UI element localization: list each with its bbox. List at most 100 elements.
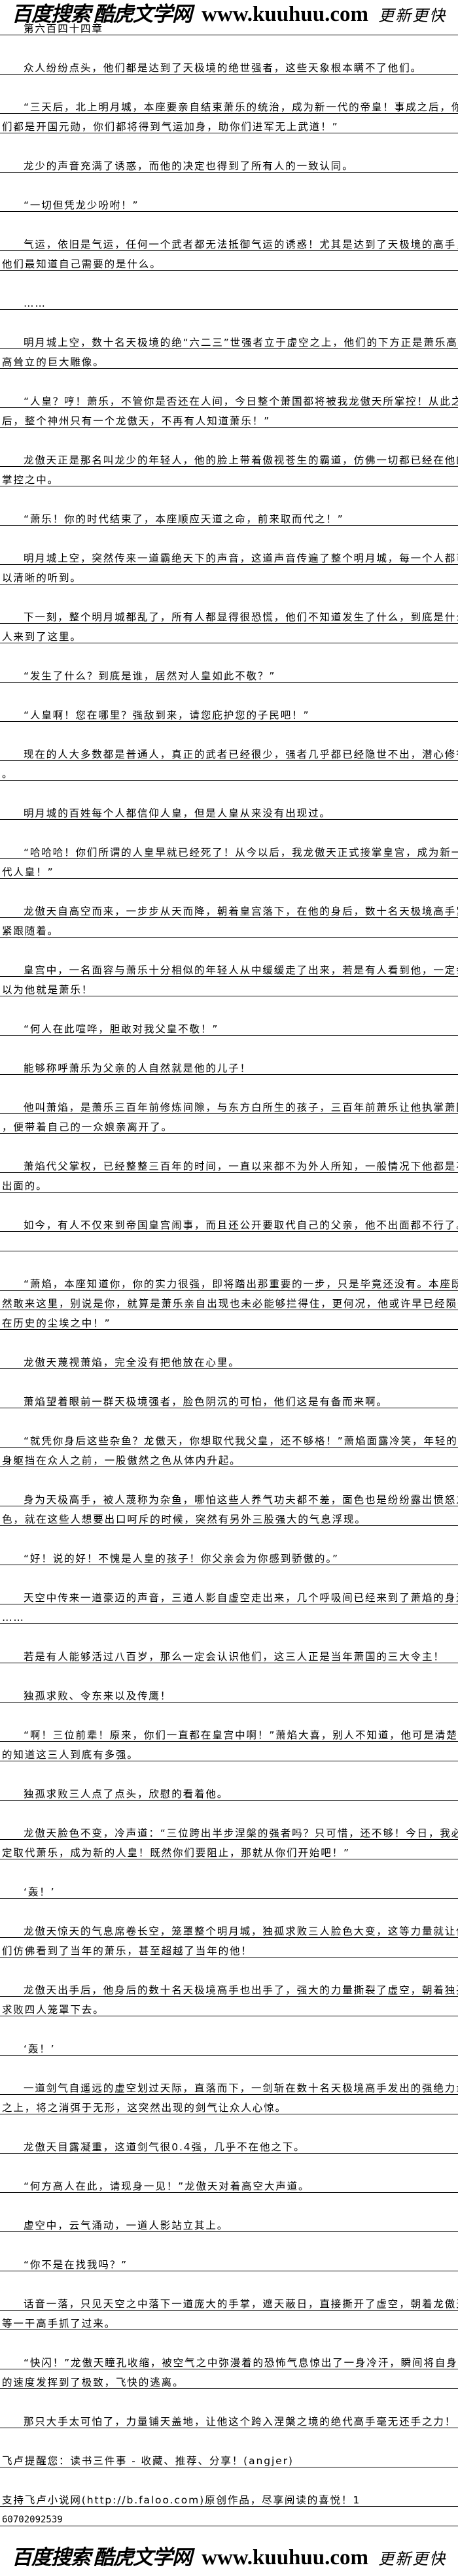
line-text: “人皇？哼！萧乐，不管你是否还在人间，今日整个萧国都将被我龙傲天所掌控！从此之: [24, 396, 458, 407]
paragraph: “人皇？哼！萧乐，不管你是否还在人间，今日整个萧国都将被我龙傲天所掌控！从此之后…: [0, 388, 458, 428]
text-line: 下一刻，整个明月城都乱了，所有人都显得很恐慌，他们不知道发生了什么，到底是什么: [0, 604, 458, 624]
line-text: 们仿佛看到了当年的萧乐，甚至超越了当年的他！: [2, 1945, 253, 1957]
text-line: 龙傲天目露凝重，这道剑气很0.4强，几乎不在他之下。: [0, 2134, 458, 2154]
paragraph: 明月城的百姓每个人都信仰人皇，但是人皇从来没有出现过。: [0, 800, 458, 820]
line-text: “发生了什么？到底是谁，居然对人皇如此不敬？”: [24, 670, 276, 682]
text-line: 龙傲天正是那名叫龙少的年轻人，他的脸上带着傲视苍生的霸道，仿佛一切都已经在他的: [0, 447, 458, 467]
line-text: 定取代萧乐，成为新的人皇！既然你们要阻止，那就从你们开始吧！”: [2, 1847, 350, 1859]
text-line: [0, 1232, 458, 1251]
text-line: 掌控之中。: [0, 467, 458, 486]
line-text: 之上，将之消弭于无形，这突然出现的剑气让众人心惊。: [2, 2102, 287, 2114]
text-line: 紧跟随着。: [0, 918, 458, 938]
paragraph: “萧焰，本座知道你，你的实力很强，即将踏出那重要的一步，只是毕竟还没有。本座既然…: [0, 1271, 458, 1330]
paragraph: “何方高人在此，请现身一见！”龙傲天对着高空大声道。: [0, 2173, 458, 2193]
paragraph: 一道剑气自遥远的虚空划过天际，直落而下，一剑斩在数十名天极境高手发出的强绝力量之…: [0, 2075, 458, 2114]
text-line: 飞卢提醒您：读书三件事 - 收藏、推荐、分享！(angjer): [0, 2448, 458, 2467]
line-text: 明月城上空，突然传来一道霸绝天下的声音，这道声音传遍了整个明月城，每一个人都可: [24, 552, 458, 564]
paragraph: 龙少的声音充满了诱惑，而他的决定也得到了所有人的一致认同。: [0, 153, 458, 173]
banner-baidu-text: 百度搜索: [11, 3, 91, 26]
banner-site-name: 酷虎文学网: [93, 3, 192, 26]
banner-site-name: 酷虎文学网: [93, 2546, 192, 2569]
text-line: 后，整个神州只有一个龙傲天，不再有人知道萧乐！”: [0, 408, 458, 428]
text-line: 那只大手太可怕了，力量铺天盖地，让他这个跨入涅槃之境的绝代高手毫无还手之力！: [0, 2409, 458, 2428]
chapter-body: 众人纷纷点头，他们都是达到了天极境的绝世强者，这些天象根本瞒不了他们。 “三天后，…: [0, 55, 458, 2428]
text-line: 皇宫中，一名面容与萧乐十分相似的年轻人从中缓缓走了出来，若是有人看到他，一定会: [0, 957, 458, 977]
line-text: 下一刻，整个明月城都乱了，所有人都显得很恐慌，他们不知道发生了什么，到底是什么: [24, 611, 458, 623]
chapter-title: 第六百四十四章: [24, 23, 103, 35]
text-line: 定取代萧乐，成为新的人皇！既然你们要阻止，那就从你们开始吧！”: [0, 1840, 458, 1859]
line-text: 皇宫中，一名面容与萧乐十分相似的年轻人从中缓缓走了出来，若是有人看到他，一定会: [24, 964, 458, 976]
line-text: 气运，依旧是气运，任何一个武者都无法抵御气运的诱惑！尤其是达到了天极境的高手，: [24, 239, 458, 250]
paragraph: 能够称呼萧乐为父亲的人自然就是他的儿子！: [0, 1055, 458, 1075]
text-line: 一道剑气自遥远的虚空划过天际，直落而下，一剑斩在数十名天极境高手发出的强绝力量: [0, 2075, 458, 2095]
line-text: “啊！三位前辈！原来，你们一直都在皇宫中啊！”萧焰大喜，别人不知道，他可是清楚: [24, 1729, 458, 1741]
text-line: 之上，将之消弭于无形，这突然出现的剑气让众人心惊。: [0, 2095, 458, 2114]
text-line: 支持飞卢小说网(http://b.faloo.com)原创作品，尽享阅读的喜悦！…: [0, 2487, 458, 2507]
text-line: “何方高人在此，请现身一见！”龙傲天对着高空大声道。: [0, 2173, 458, 2193]
line-text: 高耸立的巨大雕像。: [2, 356, 105, 368]
paragraph: “好！说的好！不愧是人皇的孩子！你父亲会为你感到骄傲的。”: [0, 1546, 458, 1565]
line-text: “萧焰，本座知道你，你的实力很强，即将踏出那重要的一步，只是毕竟还没有。本座既: [24, 1278, 458, 1290]
line-text: 。: [2, 768, 14, 780]
paragraph: 龙傲天出手后，他身后的数十名天极境高手也出手了，强大的力量撕裂了虚空，朝着独孤求…: [0, 1977, 458, 2016]
text-line: 求败四人笼罩下去。: [0, 1997, 458, 2016]
paragraph: 皇宫中，一名面容与萧乐十分相似的年轻人从中缓缓走了出来，若是有人看到他，一定会以…: [0, 957, 458, 996]
line-text: 等一干高手抓了过来。: [2, 2318, 116, 2330]
site-banner-bottom: 百度搜索 酷虎文学网 www.kuuhuu.com 更新更快: [0, 2545, 458, 2571]
text-line: 气运，依旧是气运，任何一个武者都无法抵御气运的诱惑！尤其是达到了天极境的高手，: [0, 231, 458, 251]
paragraph: 如今，有人不仅来到帝国皇宫闹事，而且还公开要取代自己的父亲，他不出面都不行了。: [0, 1212, 458, 1251]
paragraph: “哈哈哈！你们所谓的人皇早就已经死了！从今以后，我龙傲天正式接掌皇宫，成为新一代…: [0, 839, 458, 879]
line-text: 天空中传来一道豪迈的声音，三道人影自虚空走出来，几个呼吸间已经来到了萧焰的身边: [24, 1592, 458, 1604]
text-line: “人皇？哼！萧乐，不管你是否还在人间，今日整个萧国都将被我龙傲天所掌控！从此之: [0, 388, 458, 408]
text-line: “一切但凭龙少吩咐！”: [0, 192, 458, 212]
banner-url[interactable]: www.kuuhuu.com: [202, 2546, 369, 2569]
paragraph: 龙傲天惊天的气息席卷长空，笼罩整个明月城，独孤求败三人脸色大变，这等力量就让他们…: [0, 1918, 458, 1957]
line-text: “就凭你身后这些杂鱼？龙傲天，你想取代我父皇，还不够格！”萧焰面露冷笑，年轻的: [24, 1435, 458, 1447]
text-line: “好！说的好！不愧是人皇的孩子！你父亲会为你感到骄傲的。”: [0, 1546, 458, 1565]
text-line: 天空中传来一道豪迈的声音，三道人影自虚空走出来，几个呼吸间已经来到了萧焰的身边: [0, 1585, 458, 1604]
line-text: 龙傲天出手后，他身后的数十名天极境高手也出手了，强大的力量撕裂了虚空，朝着独孤: [24, 1984, 458, 1996]
paragraph: 若是有人能够活过八百岁，那么一定会认识他们，这三人正是当年萧国的三大令主！: [0, 1644, 458, 1663]
line-text: 身躯挡在众人之前，一股傲然之色从体内升起。: [2, 1455, 241, 1466]
text-line: 话音一落，只见天空之中落下一道庞大的手掌，遮天蔽日，直接撕开了虚空，朝着龙傲天: [0, 2291, 458, 2311]
text-line: 身躯挡在众人之前，一股傲然之色从体内升起。: [0, 1448, 458, 1467]
text-line: 众人纷纷点头，他们都是达到了天极境的绝世强者，这些天象根本瞒不了他们。: [0, 55, 458, 75]
line-text: 人来到了这里。: [2, 631, 82, 643]
line-text: 独孤求败、令东来以及传鹰！: [24, 1690, 172, 1702]
line-text: 以清晰的听到。: [2, 572, 82, 584]
text-line: 龙傲天蔑视萧焰，完全没有把他放在心里。: [0, 1349, 458, 1369]
paragraph: 现在的人大多数都是普通人，真正的武者已经很少，强者几乎都已经隐世不出，潜心修行。: [0, 741, 458, 781]
text-line: 萧焰代父掌权，已经整整三百年的时间，一直以来都不为外人所知，一般情况下他都是不: [0, 1153, 458, 1173]
paragraph: 下一刻，整个明月城都乱了，所有人都显得很恐慌，他们不知道发生了什么，到底是什么人…: [0, 604, 458, 643]
paragraph: 身为天极高手，被人蔑称为杂鱼，哪怕这些人养气功夫都不差，面色也是纷纷露出愤怒之色…: [0, 1487, 458, 1526]
paragraph: 萧焰望着眼前一群天极境强者，脸色阴沉的可怕，他们这是有备而来啊。: [0, 1389, 458, 1408]
paragraph: 龙傲天目露凝重，这道剑气很0.4强，几乎不在他之下。: [0, 2134, 458, 2154]
banner-url[interactable]: www.kuuhuu.com: [202, 3, 369, 26]
paragraph: 独孤求败三人点了点头，欣慰的看着他。: [0, 1781, 458, 1801]
paragraph: “发生了什么？到底是谁，居然对人皇如此不敬？”: [0, 663, 458, 683]
line-text: 的速度发挥到了极致，飞快的逃离。: [2, 2377, 185, 2388]
line-text: “三天后，北上明月城，本座要亲自结束萧乐的统治，成为新一代的帝皇！事成之后，你: [24, 101, 458, 113]
support-text[interactable]: 支持飞卢小说网(http://b.faloo.com)原创作品，尽享阅读的喜悦！…: [2, 2494, 361, 2506]
paragraph: 虚空中，云气涌动，一道人影站立其上。: [0, 2212, 458, 2232]
line-text: 明月城上空，数十名天极境的绝“六二三”世强者立于虚空之上，他们的下方正是萧乐高: [24, 337, 458, 348]
text-line: “你不是在找我吗？”: [0, 2252, 458, 2271]
text-line: 等一干高手抓了过来。: [0, 2311, 458, 2330]
paragraph: 话音一落，只见天空之中落下一道庞大的手掌，遮天蔽日，直接撕开了虚空，朝着龙傲天等…: [0, 2291, 458, 2330]
text-line: 高耸立的巨大雕像。: [0, 349, 458, 369]
line-text: 话音一落，只见天空之中落下一道庞大的手掌，遮天蔽日，直接撕开了虚空，朝着龙傲天: [24, 2298, 458, 2310]
line-text: 龙傲天脸色不变，冷声道：“三位跨出半步涅槃的强者吗？只可惜，还不够！今日，我必: [24, 1827, 458, 1839]
paragraph: “何人在此喧哗，胆敢对我父皇不敬！”: [0, 1016, 458, 1036]
text-line: 第六百四十四章: [0, 16, 458, 35]
text-line: “何人在此喧哗，胆敢对我父皇不敬！”: [0, 1016, 458, 1036]
text-line: “萧乐！你的时代结束了，本座顺应天道之命，前来取而代之！”: [0, 506, 458, 526]
paragraph: 那只大手太可怕了，力量铺天盖地，让他这个跨入涅槃之境的绝代高手毫无还手之力！: [0, 2409, 458, 2428]
text-line: 。: [0, 761, 458, 781]
text-line: 如今，有人不仅来到帝国皇宫闹事，而且还公开要取代自己的父亲，他不出面都不行了。: [0, 1212, 458, 1232]
banner-slogan: 更新更快: [378, 2550, 447, 2568]
paragraph: 独孤求败、令东来以及传鹰！: [0, 1683, 458, 1703]
paragraph: 明月城上空，突然传来一道霸绝天下的声音，这道声音传遍了整个明月城，每一个人都可以…: [0, 545, 458, 585]
line-text: 龙傲天目露凝重，这道剑气很0.4强，几乎不在他之下。: [24, 2141, 306, 2153]
line-text: “好！说的好！不愧是人皇的孩子！你父亲会为你感到骄傲的。”: [24, 1553, 339, 1565]
line-text: 独孤求败三人点了点头，欣慰的看着他。: [24, 1788, 229, 1800]
